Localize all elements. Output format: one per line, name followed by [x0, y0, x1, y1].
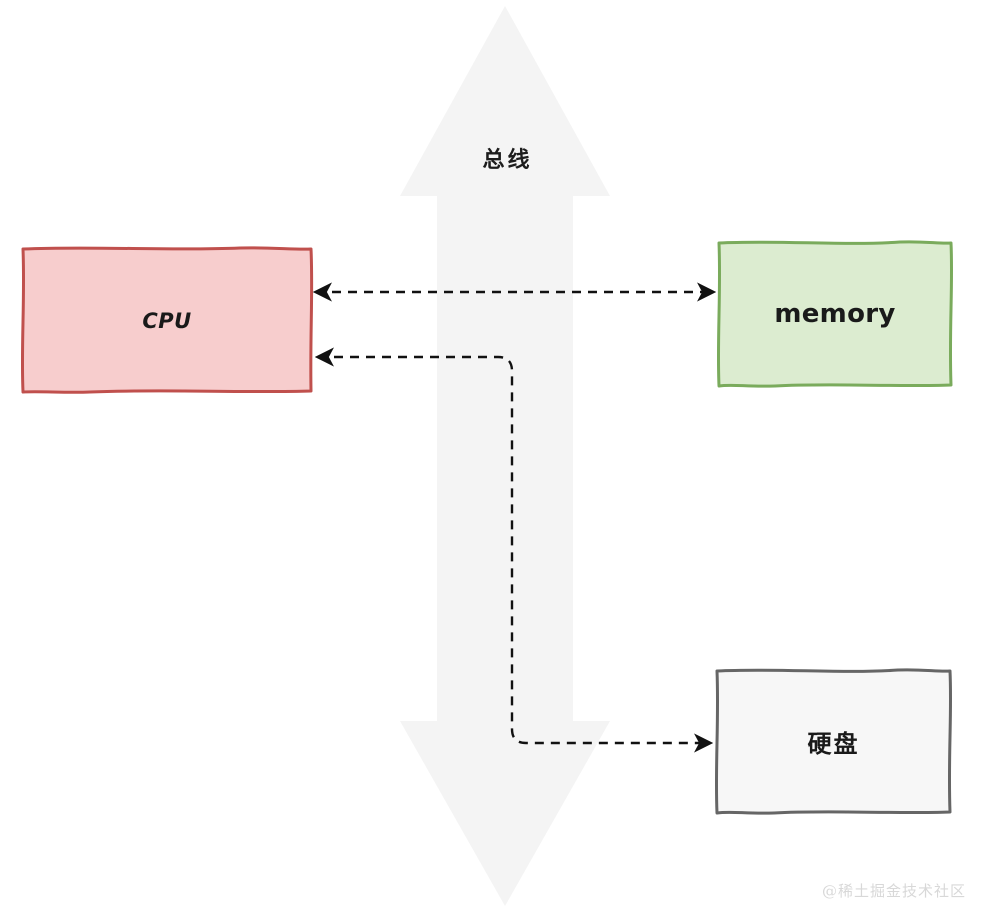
bus-arrow: [400, 6, 610, 906]
node-memory[interactable]: [716, 240, 954, 388]
node-disk[interactable]: [714, 668, 953, 815]
node-cpu[interactable]: [20, 246, 314, 394]
watermark: @稀土掘金技术社区: [821, 882, 966, 900]
edge-cpu-disk: [314, 347, 714, 753]
